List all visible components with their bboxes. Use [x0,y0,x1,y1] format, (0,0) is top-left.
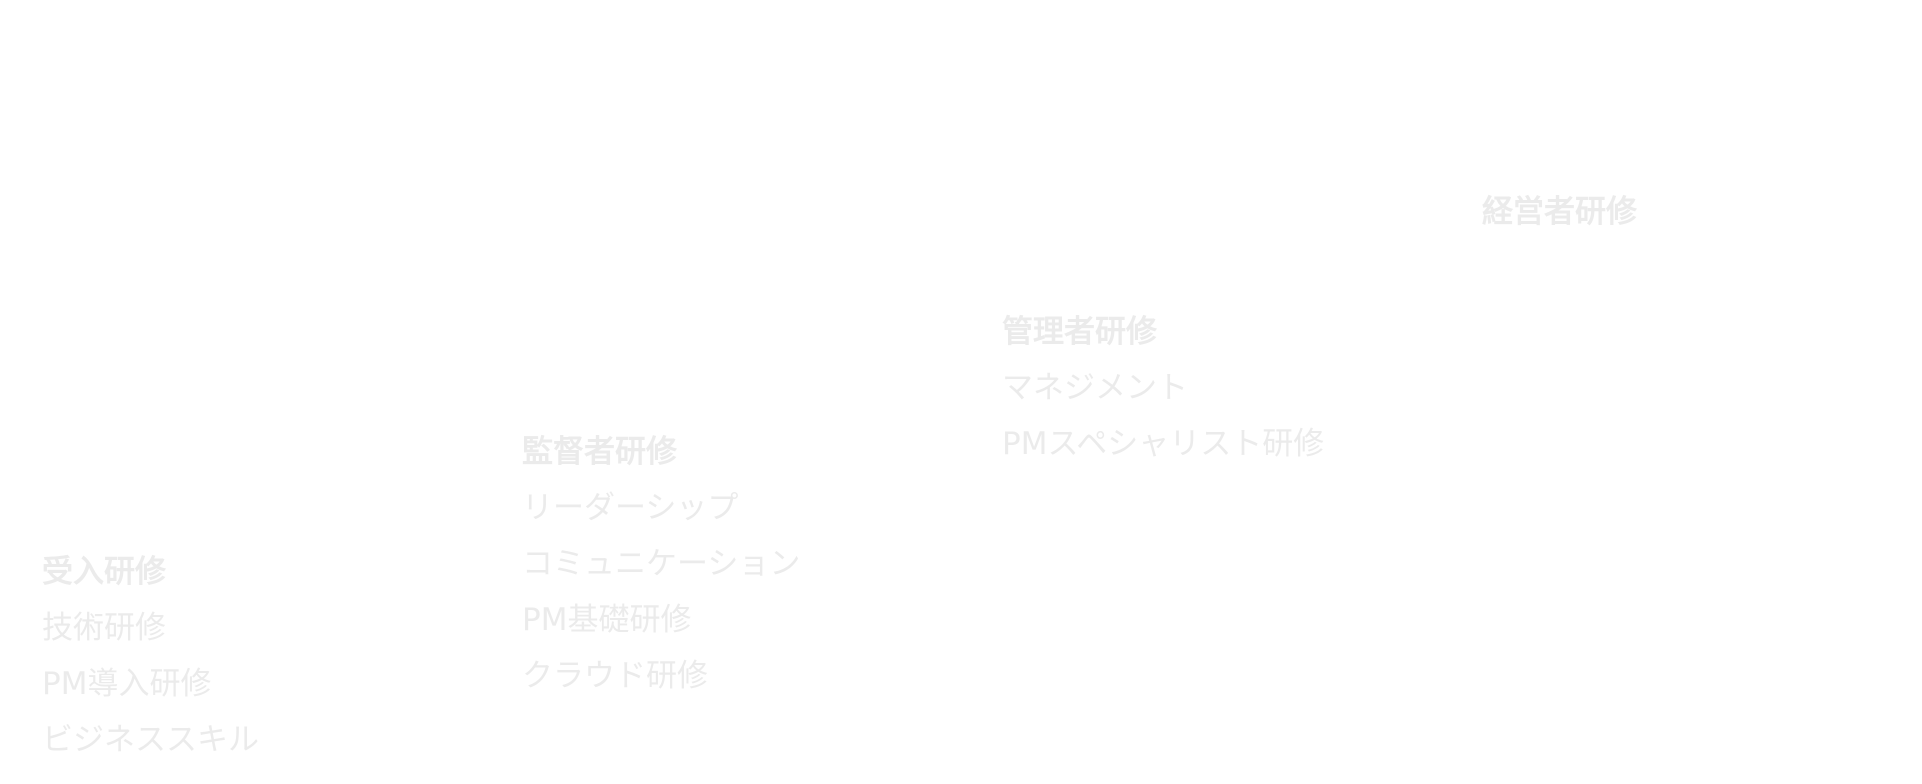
level-1-item: ビジネススキル [42,722,259,758]
level-3-item: PMスペシャリスト研修 [1002,426,1325,462]
level-2-item: リーダーシップ [522,490,739,526]
level-4-heading: 経営者研修 [1482,194,1637,230]
level-1-column: 受入研修 技術研修 PM導入研修 ビジネススキル [42,544,259,768]
level-1-item: PM導入研修 [42,666,212,702]
level-2-column: 監督者研修 リーダーシップ コミュニケーション PM基礎研修 クラウド研修 [522,424,800,704]
level-3-item: マネジメント [1002,370,1188,406]
level-1-item: 技術研修 [42,610,166,646]
level-3-column: 管理者研修 マネジメント PMスペシャリスト研修 [1002,304,1324,472]
level-4-column: 経営者研修 [1482,184,1637,240]
level-2-heading: 監督者研修 [522,434,677,470]
level-3-heading: 管理者研修 [1002,314,1157,350]
level-2-item: クラウド研修 [522,658,708,694]
level-2-item: コミュニケーション [522,546,801,582]
level-2-item: PM基礎研修 [522,602,692,638]
level-1-heading: 受入研修 [42,554,166,590]
